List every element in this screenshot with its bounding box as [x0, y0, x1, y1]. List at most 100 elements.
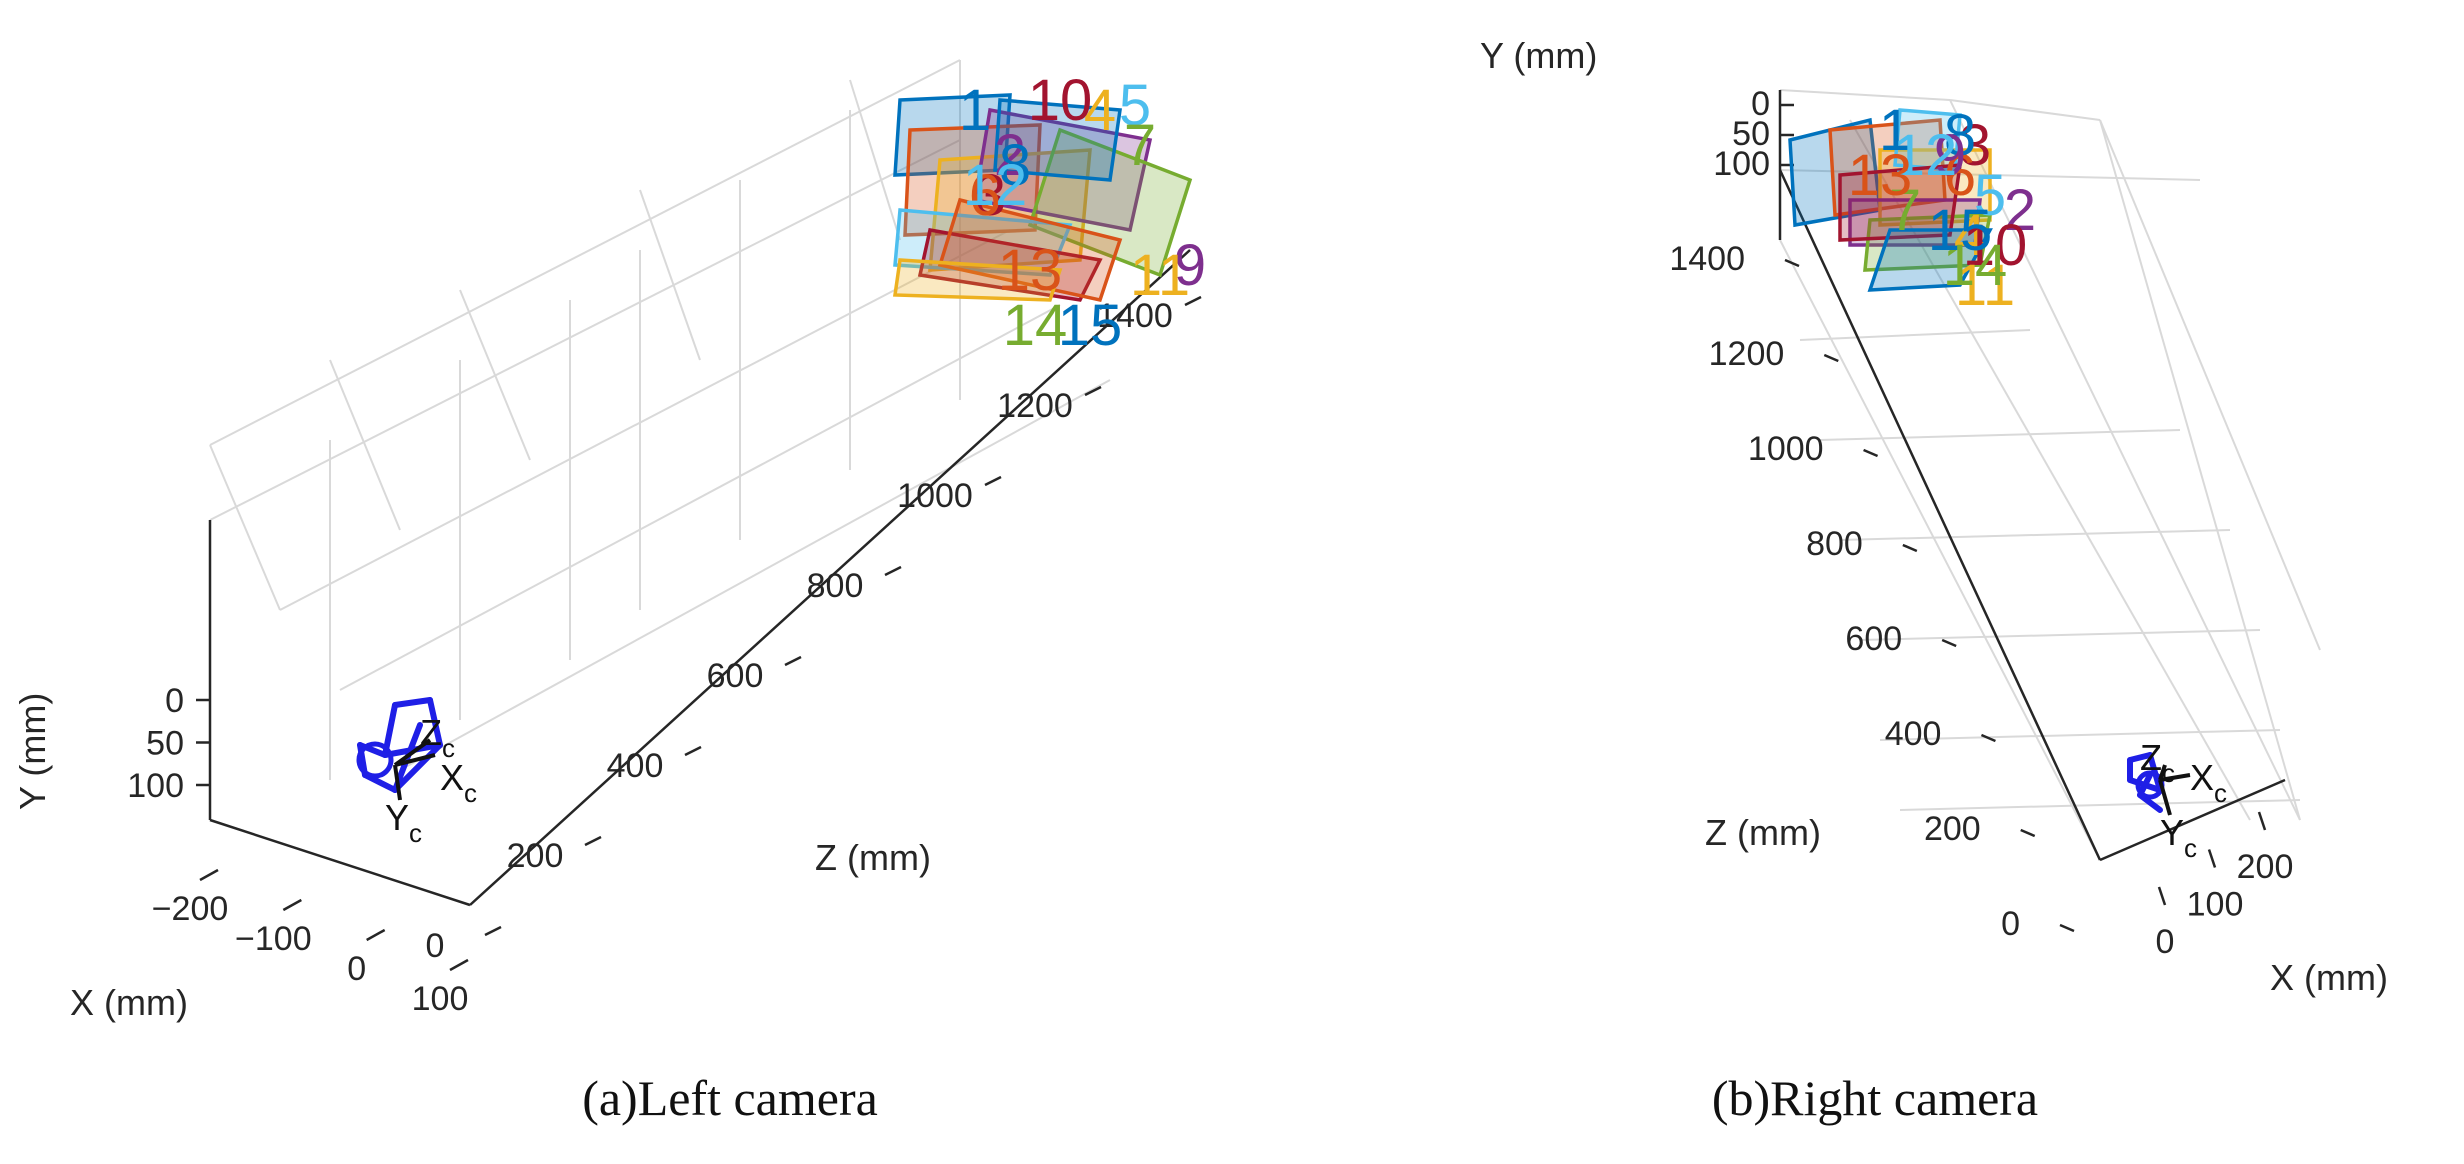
- y-tick-label-2: 100: [127, 767, 184, 805]
- board-10: [892, 258, 1063, 302]
- x-tick-label-1: 100: [2187, 886, 2244, 924]
- camera-xc-label: Xc: [2190, 757, 2227, 808]
- board-label-2: 2: [994, 123, 1026, 188]
- x-tick-mark-1: [282, 898, 302, 912]
- board-label-10: 10: [1028, 68, 1093, 133]
- board-label-8: 8: [999, 133, 1031, 198]
- z-tick-label-4: 800: [807, 567, 864, 605]
- board-label-1: 1: [1879, 98, 1911, 163]
- z-tick-label-0: 0: [2001, 905, 2020, 943]
- board-label-5: 5: [1119, 73, 1151, 138]
- camera-xc-subscript: c: [2214, 778, 2227, 808]
- board-7: [1838, 163, 1963, 242]
- y-tick-label-0: 0: [165, 682, 184, 720]
- board-label-4: 4: [1084, 78, 1116, 143]
- x-tick-label-0: −200: [152, 890, 229, 928]
- grid-line-10: [459, 289, 531, 461]
- board-5: [1027, 127, 1193, 278]
- camera-yc-label: Yc: [385, 797, 422, 848]
- z-tick-label-1: 200: [1924, 810, 1981, 848]
- z-tick-label-6: 1200: [997, 387, 1073, 425]
- z-tick-label-4: 800: [1806, 525, 1863, 563]
- grid-line-7: [1949, 99, 2101, 121]
- board-label-3: 3: [1959, 113, 1991, 178]
- board-label-1: 1: [959, 78, 991, 143]
- grid-line-z-3: [1949, 99, 2301, 821]
- board-label-7: 7: [1124, 113, 1156, 178]
- x-tick-mark-2: [2257, 811, 2267, 831]
- z-tick-mark-3: [784, 655, 802, 667]
- axis-line-0: [1778, 169, 2102, 861]
- z-tick-mark-2: [1980, 733, 1996, 743]
- x-tick-mark-0: [199, 868, 219, 882]
- camera-edge-7: [392, 742, 443, 793]
- grid-line-z-4: [399, 379, 1111, 771]
- board-label-11: 11: [1130, 243, 1190, 308]
- z-tick-mark-7: [1184, 295, 1202, 307]
- x-tick-label-0: 0: [2156, 923, 2175, 961]
- grid-line-z-1: [1779, 239, 2101, 861]
- grid-line-11: [639, 189, 701, 361]
- z-tick-mark-4: [884, 565, 902, 577]
- x-axis-title: X (mm): [70, 982, 188, 1023]
- z-tick-mark-4: [1902, 543, 1918, 553]
- camera-zc-subscript: c: [442, 733, 455, 763]
- camera-yc-subscript: c: [2184, 833, 2197, 863]
- board-8: [993, 98, 1122, 182]
- board-label-6: 6: [1944, 143, 1976, 208]
- board-label-5: 5: [1974, 163, 2006, 228]
- grid-line-4: [1879, 729, 2281, 741]
- z-tick-label-5: 1000: [1748, 430, 1824, 468]
- x-tick-label-2: 200: [2237, 848, 2294, 886]
- board-label-10: 10: [1963, 213, 2028, 278]
- board-4: [972, 107, 1153, 233]
- x-axis-title: X (mm): [2270, 957, 2388, 998]
- z-tick-label-5: 1000: [897, 477, 973, 515]
- z-tick-mark-5: [1863, 448, 1879, 458]
- camera-axis-1: [2158, 779, 2172, 816]
- x-tick-label-2: 0: [347, 950, 366, 988]
- x-tick-mark-3: [449, 958, 469, 972]
- grid-line-8: [209, 444, 281, 611]
- board-label-9: 9: [1934, 123, 1966, 188]
- grid-line-0: [1799, 329, 2031, 341]
- z-tick-mark-7: [1784, 258, 1800, 268]
- board-9: [937, 197, 1123, 303]
- x-tick-label-3: 100: [412, 980, 469, 1018]
- x-tick-mark-1: [2207, 849, 2217, 868]
- z-tick-label-3: 600: [1845, 620, 1902, 658]
- board-label-15: 15: [1058, 293, 1123, 358]
- y-axis-title: Y (mm): [12, 693, 53, 810]
- grid-line-6: [1779, 89, 1951, 101]
- board-6: [893, 208, 1073, 277]
- x-tick-mark-0: [2157, 886, 2167, 906]
- z-tick-mark-5: [984, 475, 1002, 487]
- board-6: [1893, 108, 1962, 172]
- board-label-12: 12: [963, 153, 1028, 218]
- y-tick-label-2: 100: [1713, 145, 1770, 183]
- x-tick-mark-2: [366, 928, 386, 942]
- axis-line-2: [469, 249, 1191, 906]
- z-tick-mark-6: [1823, 353, 1839, 363]
- camera-yc-subscript: c: [409, 818, 422, 848]
- board-label-2: 2: [2004, 178, 2036, 243]
- z-tick-label-3: 600: [707, 657, 764, 695]
- grid-line-z-4: [2099, 119, 2321, 651]
- board-label-13: 13: [998, 238, 1063, 303]
- z-tick-mark-2: [684, 745, 702, 757]
- y-tick-label-1: 50: [1732, 115, 1770, 153]
- camera-axis-1: [393, 764, 402, 801]
- board-label-9: 9: [1174, 233, 1206, 298]
- camera-edge-0: [2127, 752, 2153, 763]
- board-label-7: 7: [1889, 178, 1921, 243]
- z-tick-label-7: 1400: [1669, 240, 1745, 278]
- board-label-13: 13: [1848, 143, 1913, 208]
- y-tick-label-1: 50: [146, 725, 184, 763]
- caption-right: (b)Right camera: [1712, 1070, 2038, 1126]
- board-label-3: 3: [974, 163, 1006, 228]
- z-tick-label-6: 1200: [1709, 335, 1785, 373]
- grid-line-5: [1899, 799, 2301, 811]
